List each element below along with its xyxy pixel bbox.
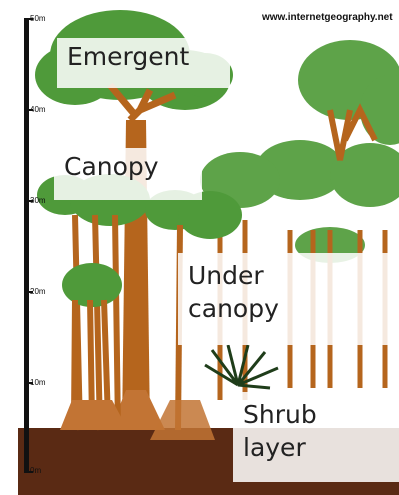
layer-label-canopy: Canopy: [54, 148, 202, 200]
shrub: [205, 345, 278, 388]
layer-label-under-line1: Under: [188, 259, 391, 292]
scale-label-10m: 10m: [30, 378, 46, 387]
scale-label-30m: 30m: [30, 196, 46, 205]
layer-label-shrub: Shrub layer: [233, 392, 399, 482]
scale-label-50m: 50m: [30, 14, 46, 23]
source-website-label: www.internetgeography.net: [262, 12, 399, 23]
height-scale-bar: [24, 18, 29, 473]
layer-label-canopy-text: Canopy: [64, 152, 159, 181]
layer-label-under-line2: canopy: [188, 292, 391, 325]
layer-label-emergent-text: Emergent: [67, 42, 189, 71]
scale-label-40m: 40m: [30, 105, 46, 114]
scale-label-0m: 0m: [30, 466, 41, 475]
layer-label-shrub-line1: Shrub: [243, 398, 391, 431]
layer-label-under-canopy: Under canopy: [178, 253, 399, 345]
layer-label-shrub-line2: layer: [243, 431, 391, 464]
scale-label-20m: 20m: [30, 287, 46, 296]
layer-label-emergent: Emergent: [57, 38, 230, 88]
